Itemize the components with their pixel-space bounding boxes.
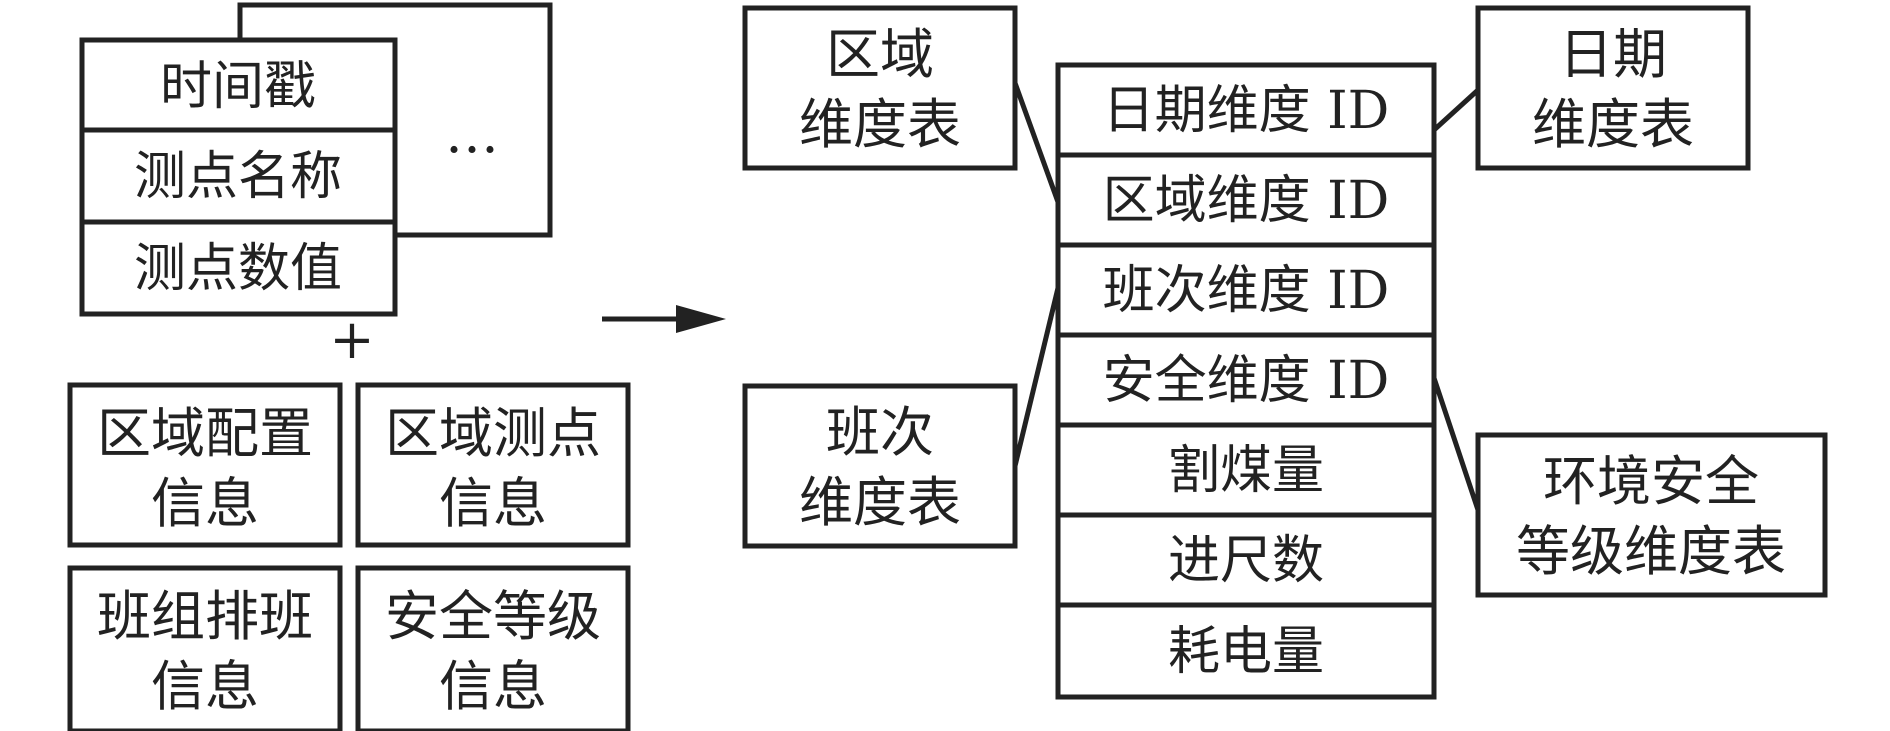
connector-region	[1012, 82, 1061, 203]
source-field-point-name	[79, 127, 398, 225]
dimension-table-safety: 环境安全 等级维度表	[1475, 432, 1828, 598]
dimension-table-safety-line2: 等级维度表	[1516, 520, 1786, 583]
info-box-shift-schedule-line2: 信息	[151, 655, 259, 718]
dimension-table-date-line1: 日期	[1559, 23, 1667, 86]
fact-row-safety-id	[1055, 332, 1437, 428]
source-field-timestamp-label: 时间戳	[160, 57, 316, 117]
dimension-table-shift-line2: 维度表	[799, 471, 961, 534]
plus-sign: +	[329, 308, 374, 371]
connector-date	[1432, 88, 1480, 132]
fact-row-footage-label: 进尺数	[1168, 531, 1324, 591]
info-box-safety-level-line1: 安全等级	[385, 585, 601, 648]
dimension-table-shift-line1: 班次	[826, 401, 934, 464]
info-box-region-config-line1: 区域配置	[97, 402, 313, 465]
fact-row-power-label: 耗电量	[1168, 622, 1324, 682]
info-box-region-points: 区域测点 信息	[355, 382, 631, 548]
source-table: … 时间戳 测点名称 测点数值	[79, 2, 553, 317]
dimension-table-region: 区域 维度表	[742, 5, 1018, 171]
fact-row-safety-id-label: 安全维度 ID	[1103, 351, 1390, 411]
source-field-point-name-label: 测点名称	[134, 147, 342, 207]
fact-row-power	[1055, 602, 1437, 700]
transform-arrow	[602, 305, 726, 333]
connector-shift	[1012, 287, 1061, 467]
fact-row-date-id	[1055, 62, 1437, 158]
fact-row-shift-id	[1055, 242, 1437, 338]
info-box-shift-schedule: 班组排班 信息	[67, 565, 343, 731]
fact-row-coal-cut-label: 割煤量	[1168, 441, 1324, 501]
info-box-region-points-line1: 区域测点	[385, 402, 601, 465]
info-box-safety-level-line2: 信息	[439, 655, 547, 718]
connector-safety	[1431, 377, 1481, 511]
fact-row-region-id	[1055, 152, 1437, 248]
connectors	[1012, 82, 1481, 511]
fact-table: 日期维度 ID 区域维度 ID 班次维度 ID 安全维度 ID 割煤量 进尺数 …	[1055, 62, 1437, 700]
info-box-region-config-line2: 信息	[151, 472, 259, 535]
source-field-point-value-label: 测点数值	[134, 239, 342, 299]
dimension-table-safety-line1: 环境安全	[1543, 450, 1759, 513]
info-box-safety-level: 安全等级 信息	[355, 565, 631, 731]
dimension-table-date-line2: 维度表	[1532, 93, 1694, 156]
fact-row-coal-cut	[1055, 422, 1437, 518]
dimension-table-region-line1: 区域	[826, 23, 934, 86]
source-ellipsis: …	[445, 102, 499, 165]
dimension-table-shift: 班次 维度表	[742, 383, 1018, 549]
fact-row-region-id-label: 区域维度 ID	[1103, 171, 1390, 231]
source-field-point-value	[79, 219, 398, 317]
dimension-table-date: 日期 维度表	[1475, 5, 1751, 171]
fact-row-footage	[1055, 512, 1437, 608]
fact-row-shift-id-label: 班次维度 ID	[1103, 261, 1390, 321]
info-box-region-config: 区域配置 信息	[67, 382, 343, 548]
info-box-shift-schedule-line1: 班组排班	[97, 585, 313, 648]
info-box-region-points-line2: 信息	[439, 472, 547, 535]
source-field-timestamp	[79, 37, 398, 133]
dimension-table-region-line2: 维度表	[799, 93, 961, 156]
fact-row-date-id-label: 日期维度 ID	[1103, 81, 1390, 141]
